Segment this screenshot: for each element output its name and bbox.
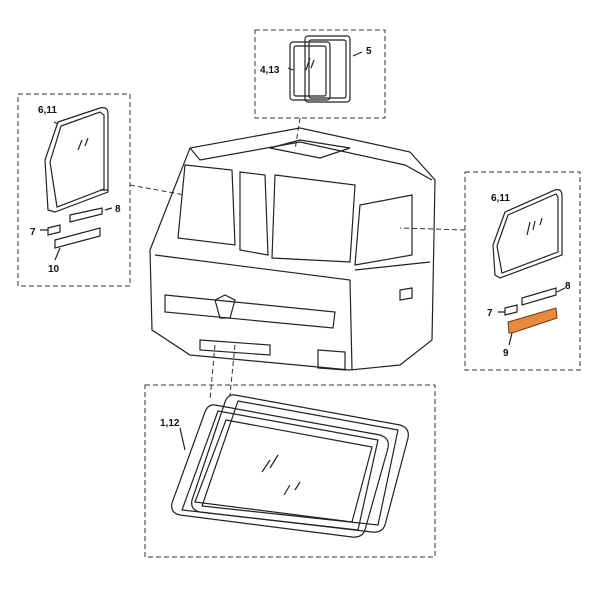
left-door-glass-parts xyxy=(40,107,113,261)
label-left-channel: 10 xyxy=(48,264,60,275)
label-right-door-glass: 6,11 xyxy=(491,193,510,204)
leader-windshield xyxy=(209,344,236,401)
label-right-guide-top: 8 xyxy=(565,281,571,292)
right-door-box xyxy=(464,171,581,371)
label-right-guide-small: 7 xyxy=(487,308,493,319)
label-windshield: 1,12 xyxy=(160,418,180,429)
leader-left xyxy=(129,184,186,196)
roof-window-parts xyxy=(287,35,363,103)
right-door-glass-parts xyxy=(492,189,566,346)
highlighted-channel-part-9 xyxy=(507,307,558,334)
roof-window-box xyxy=(254,29,386,119)
leader-right xyxy=(399,227,466,231)
label-left-guide-top: 8 xyxy=(115,204,121,215)
truck-cab-illustration xyxy=(149,127,436,371)
windshield-parts xyxy=(171,394,409,538)
left-door-box xyxy=(17,93,131,287)
label-roof-glass: 4,13 xyxy=(260,65,280,76)
windshield-box xyxy=(144,384,436,558)
label-left-door-glass: 6,11 xyxy=(38,105,57,116)
label-left-guide-small: 7 xyxy=(30,227,36,238)
leader-roof xyxy=(294,117,301,151)
label-roof-seal: 5 xyxy=(366,46,372,57)
label-right-channel: 9 xyxy=(503,348,509,359)
